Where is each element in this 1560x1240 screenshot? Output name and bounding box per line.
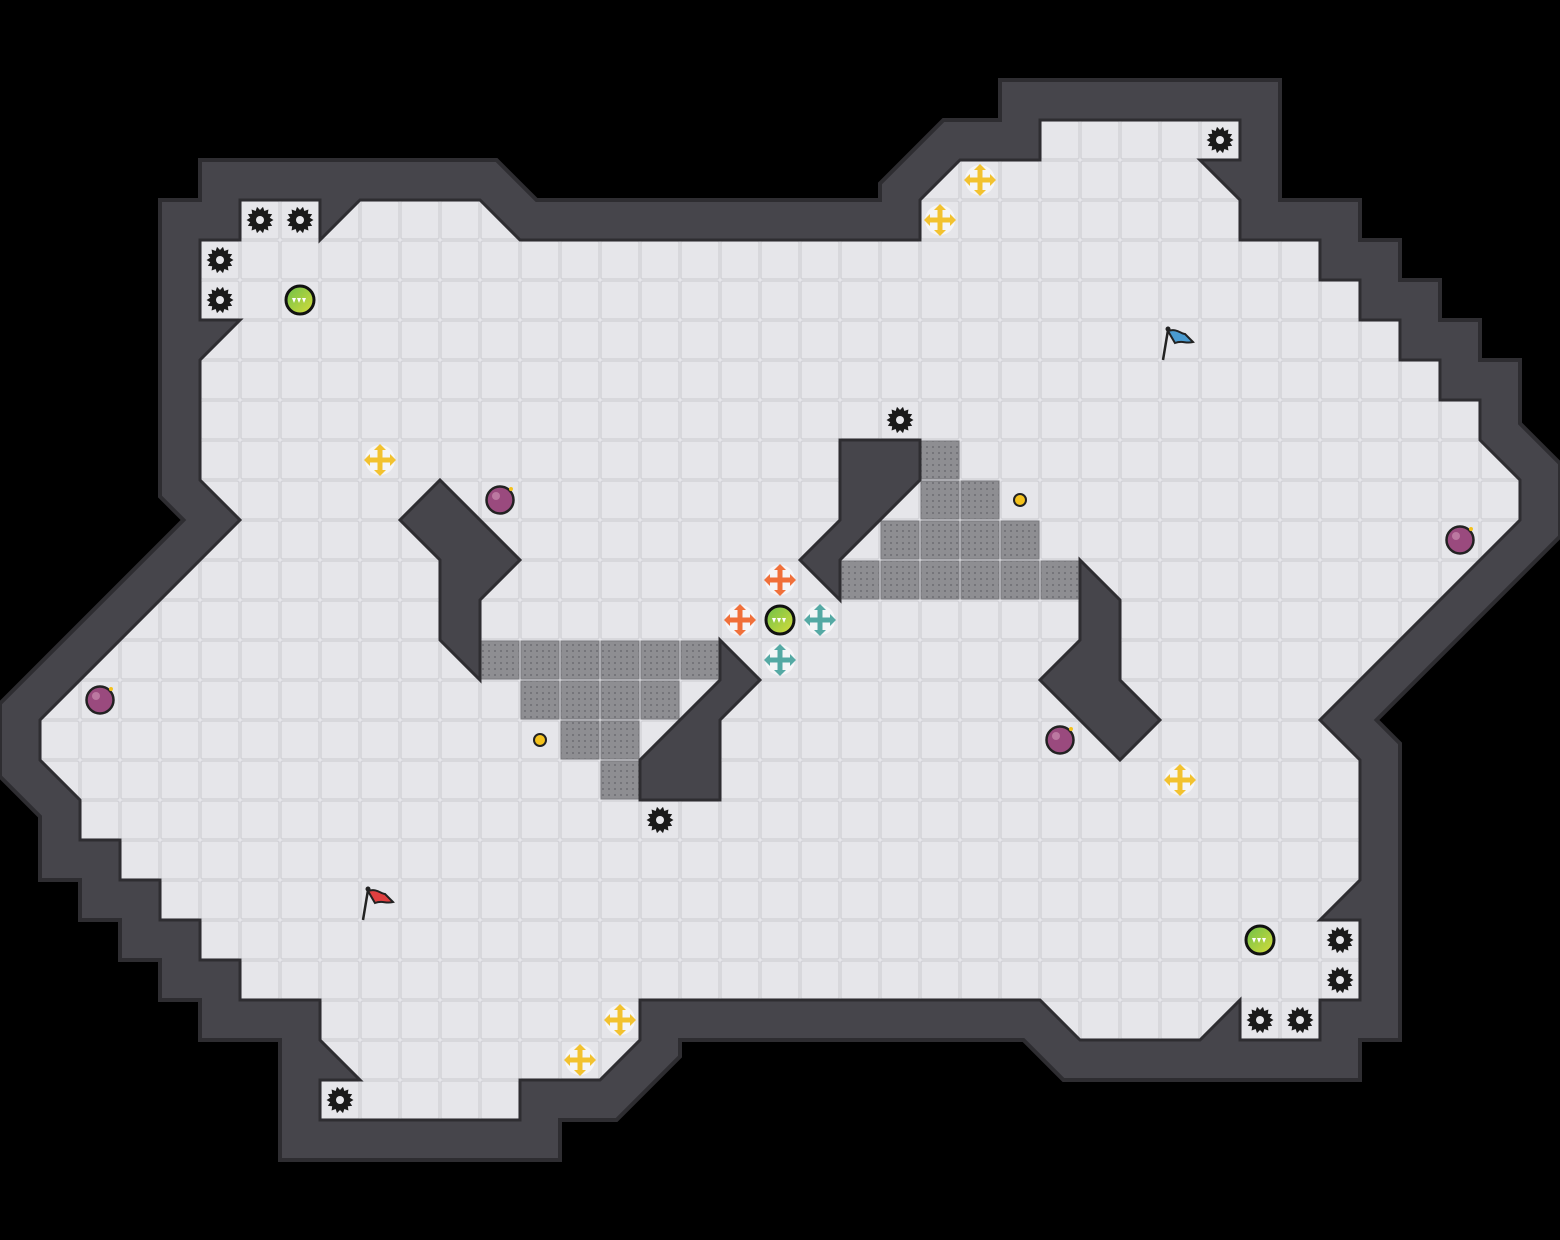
gear-hazard-icon: [206, 286, 234, 314]
bomb-icon: [1045, 725, 1075, 755]
orange-cross-icon: [764, 564, 796, 596]
grate-tile: [560, 640, 600, 680]
grate-tile: [920, 560, 960, 600]
grate-tile: [600, 680, 640, 720]
gear-hazard-icon: [326, 1086, 354, 1114]
gear-hazard-icon: [886, 406, 914, 434]
yellow-cross-icon: [964, 164, 996, 196]
gear-hazard-icon: [206, 246, 234, 274]
bomb-icon: [485, 485, 515, 515]
grate-tile: [880, 520, 920, 560]
wall-block: [638, 636, 763, 802]
grate-tile: [960, 520, 1000, 560]
grate-tile: [520, 640, 560, 680]
gear-hazard-icon: [646, 806, 674, 834]
gear-hazard-icon: [1246, 1006, 1274, 1034]
grate-tile: [1000, 520, 1040, 560]
orange-cross-icon: [724, 604, 756, 636]
gear-hazard-icon: [286, 206, 314, 234]
grate-tile: [920, 480, 960, 520]
grate-tile: [600, 720, 640, 760]
grate-tile: [920, 440, 960, 480]
grate-tile: [640, 640, 680, 680]
yellow-cross-icon: [924, 204, 956, 236]
gear-hazard-icon: [1206, 126, 1234, 154]
grate-tile: [960, 480, 1000, 520]
grate-tile: [600, 760, 640, 800]
bomb-icon: [85, 685, 115, 715]
gear-hazard-icon: [246, 206, 274, 234]
grate-tile: [520, 680, 560, 720]
gear-hazard-icon: [1286, 1006, 1314, 1034]
wall-block: [397, 477, 523, 684]
grate-tile: [560, 720, 600, 760]
player-ball-icon: [764, 604, 796, 636]
yellow-cross-icon: [604, 1004, 636, 1036]
grate-tile: [680, 640, 720, 680]
teal-cross-icon: [764, 644, 796, 676]
yellow-cross-icon: [364, 444, 396, 476]
wall-block: [1037, 556, 1163, 763]
player-ball-icon: [1244, 924, 1276, 956]
wall-block: [797, 438, 922, 604]
grate-tile: [1040, 560, 1080, 600]
gear-hazard-icon: [1326, 966, 1354, 994]
bomb-icon: [1445, 525, 1475, 555]
coin-icon: [533, 733, 547, 747]
grate-tile: [560, 680, 600, 720]
yellow-cross-icon: [564, 1044, 596, 1076]
teal-cross-icon: [804, 604, 836, 636]
grate-tile: [920, 520, 960, 560]
red-flag-icon: [361, 886, 395, 921]
grate-tile: [640, 680, 680, 720]
blue-flag-icon: [1161, 326, 1195, 361]
grate-tile: [880, 560, 920, 600]
grate-tile: [480, 640, 520, 680]
grate-tile: [600, 640, 640, 680]
player-ball-icon: [284, 284, 316, 316]
gear-hazard-icon: [1326, 926, 1354, 954]
coin-icon: [1013, 493, 1027, 507]
grate-tile: [1000, 560, 1040, 600]
yellow-cross-icon: [1164, 764, 1196, 796]
grate-tile: [960, 560, 1000, 600]
grate-tile: [840, 560, 880, 600]
